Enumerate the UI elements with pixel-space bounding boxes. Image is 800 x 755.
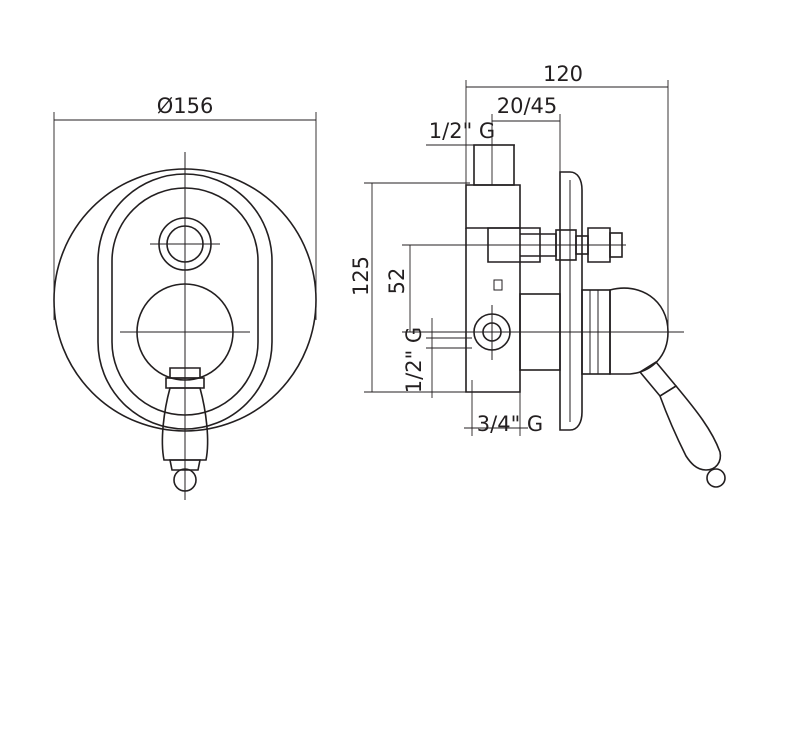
valve-body (465, 144, 521, 393)
side-lever-handle (638, 360, 726, 488)
side-inlet-dimension: 1/2" G (402, 318, 472, 398)
diameter-dimension: Ø156 (53, 94, 317, 320)
adjust-range-label: 20/45 (497, 94, 558, 118)
cartridge-assembly (519, 287, 669, 375)
top-inlet-label: 1/2" G (429, 119, 495, 143)
overall-depth-dimension: 120 (465, 62, 669, 330)
overall-depth-label: 120 (543, 62, 583, 86)
center-distance-label: 52 (385, 268, 409, 295)
side-escutcheon-plate (559, 171, 583, 431)
height-label: 125 (349, 256, 373, 296)
front-view: Ø156 (53, 94, 317, 500)
front-center-lines (120, 152, 250, 500)
bottom-outlet-dimension: 3/4" G (464, 380, 543, 436)
bottom-outlet-label: 3/4" G (477, 412, 543, 436)
diameter-label: Ø156 (157, 94, 214, 118)
height-dimension: 125 (349, 182, 470, 393)
side-center-lines (462, 244, 684, 360)
adjust-range-dimension: 20/45 (491, 94, 561, 185)
side-inlet-label: 1/2" G (402, 327, 426, 393)
center-distance-dimension: 52 (385, 244, 490, 333)
top-inlet-dimension: 1/2" G (426, 119, 515, 146)
side-view: 120 20/45 1/2" G 125 52 (349, 62, 726, 488)
